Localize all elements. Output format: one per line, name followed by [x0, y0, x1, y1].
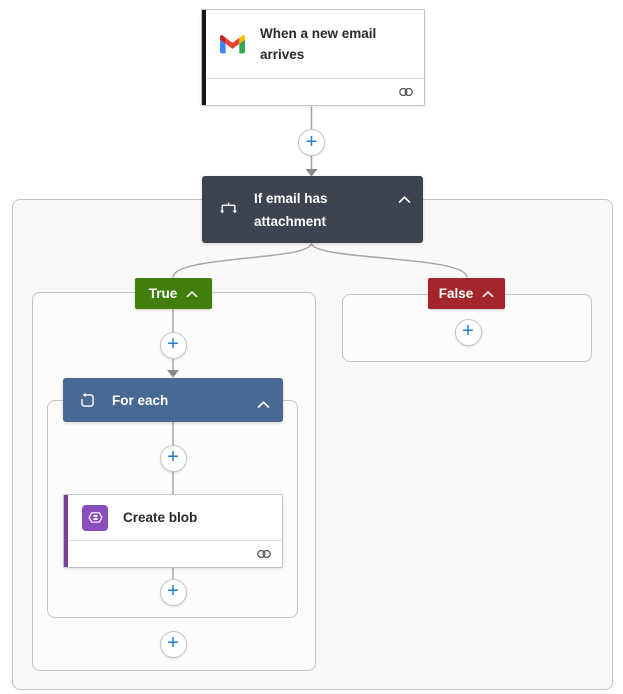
false-branch-label: False — [438, 286, 474, 301]
condition-title: If email has attachment — [254, 190, 328, 229]
trigger-card[interactable]: When a new email arrives — [201, 9, 425, 106]
insert-step-button[interactable]: + — [454, 318, 482, 346]
chevron-up-icon[interactable] — [398, 191, 411, 209]
action-accent-bar — [64, 495, 68, 567]
trigger-accent-bar — [202, 10, 206, 105]
true-branch-badge[interactable]: True — [135, 278, 212, 309]
insert-step-button[interactable]: + — [159, 444, 187, 472]
link-icon — [399, 87, 413, 97]
condition-card[interactable]: If email has attachment — [202, 176, 423, 243]
insert-step-button[interactable]: + — [159, 578, 187, 606]
false-branch-badge[interactable]: False — [428, 278, 505, 309]
gmail-icon — [220, 35, 246, 54]
chevron-up-icon[interactable] — [186, 285, 198, 303]
link-icon — [257, 549, 271, 559]
insert-step-button[interactable]: + — [298, 129, 325, 156]
foreach-title: For each — [112, 392, 169, 408]
foreach-loop-icon — [81, 392, 94, 407]
chevron-up-icon[interactable] — [257, 396, 270, 414]
chevron-up-icon[interactable] — [482, 285, 494, 303]
true-branch-label: True — [148, 286, 178, 301]
condition-branch-icon — [219, 202, 238, 214]
foreach-card[interactable]: For each — [63, 378, 283, 422]
create-blob-card[interactable]: Create blob — [63, 494, 283, 568]
insert-step-button[interactable]: + — [159, 630, 187, 658]
trigger-title: When a new email arrives — [260, 26, 377, 62]
blob-storage-icon — [82, 504, 108, 531]
insert-step-button[interactable]: + — [159, 331, 187, 359]
action-title: Create blob — [123, 510, 198, 525]
